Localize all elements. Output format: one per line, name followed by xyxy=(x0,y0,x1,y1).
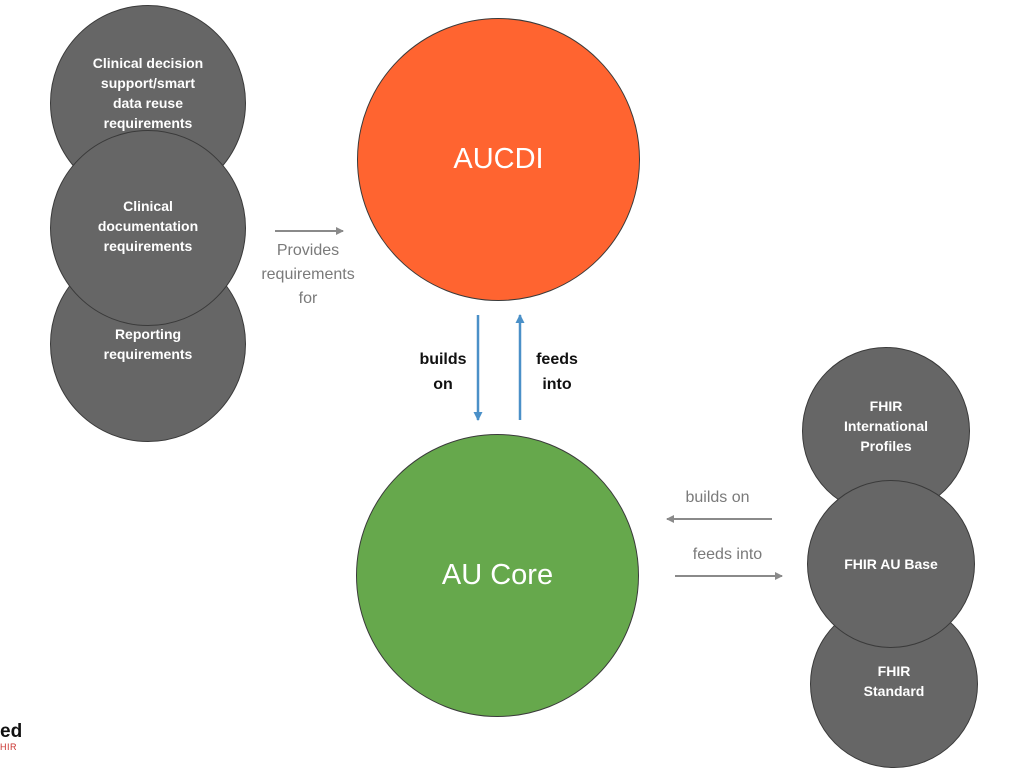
logo-main-text: ed xyxy=(0,721,23,742)
fhir-au-base-label: FHIR AU Base xyxy=(844,556,938,572)
feeds-into-horizontal-label: feeds into xyxy=(692,546,763,563)
clinical-decision-support-label: Clinical decision support/smart data reu… xyxy=(92,55,204,131)
logo-fragment: ed HIR xyxy=(0,721,23,753)
feeds-into-vertical-label: feeds into xyxy=(536,351,578,393)
fhir-standard-label: FHIR Standard xyxy=(863,663,925,699)
aucdi-label: AUCDI xyxy=(453,143,544,175)
provides-requirements-label: Provides requirements for xyxy=(261,242,355,307)
builds-on-vertical-label: builds on xyxy=(419,351,467,393)
reporting-requirements-label: Reporting requirements xyxy=(103,326,193,362)
au-core-label: AU Core xyxy=(441,559,554,591)
logo-sub-text: HIR xyxy=(0,742,17,752)
clinical-documentation-label: Clinical documentation requirements xyxy=(97,198,199,254)
au-core-circle: AU Core xyxy=(356,434,639,717)
aucdi-circle: AUCDI xyxy=(357,18,640,301)
builds-on-horizontal-label: builds on xyxy=(685,489,750,506)
fhir-au-base-circle: FHIR AU Base xyxy=(807,480,975,648)
clinical-documentation-circle: Clinical documentation requirements xyxy=(50,130,246,326)
fhir-international-profiles-label: FHIR International Profiles xyxy=(843,398,928,454)
